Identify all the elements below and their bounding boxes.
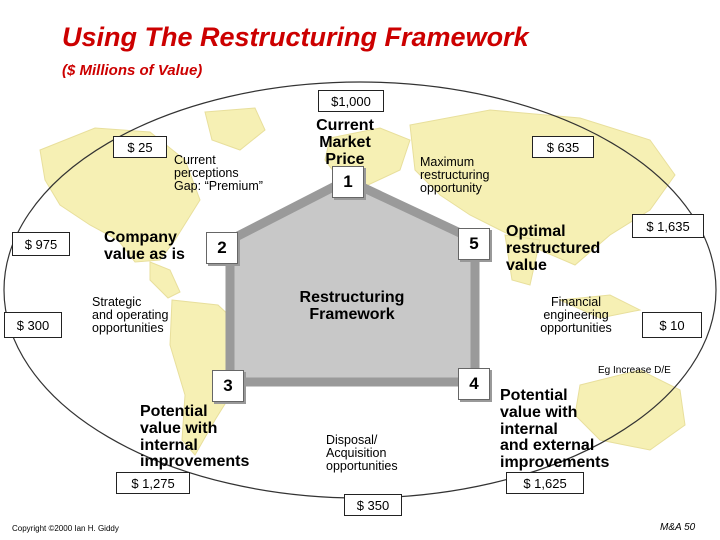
optimal-value: $ 1,635 (632, 214, 704, 238)
node-1-number: 1 (332, 166, 364, 198)
node-4-label: Potential value with internal and extern… (500, 387, 610, 472)
company-value-amount: $ 975 (12, 232, 70, 256)
financial-engineering-label: Financial engineering opportunities (540, 295, 612, 336)
node-5-number: 5 (458, 228, 490, 260)
eg-increase-label: Eg Increase D/E (598, 365, 671, 376)
external-improvements-value: $ 1,625 (506, 472, 584, 494)
financial-engineering-value: $ 10 (642, 312, 702, 338)
map-india (504, 234, 541, 286)
map-greenland (204, 107, 266, 151)
node-3-label: Potential value with internal improvemen… (140, 403, 250, 471)
node-2-number: 2 (206, 232, 238, 264)
map-central-america (149, 261, 181, 299)
page-subtitle: ($ Millions of Value) (62, 62, 203, 79)
disposal-value: $ 350 (344, 494, 402, 516)
restructuring-pentagon (225, 174, 480, 387)
map-australia (574, 369, 686, 451)
footer-page-number: M&A 50 (660, 522, 696, 533)
gap-value: $ 25 (113, 136, 167, 158)
map-indonesia (558, 294, 642, 319)
strategic-opportunities-label: Strategic and operating opportunities (92, 295, 169, 336)
footer-copyright: Copyright ©2000 Ian H. Giddy (12, 524, 119, 533)
page-title: Using The Restructuring Framework (62, 22, 529, 52)
maximum-opportunity-value: $ 635 (532, 136, 594, 158)
current-perceptions-label: Current perceptions Gap: “Premium” (174, 153, 263, 194)
node-3-number: 3 (212, 370, 244, 402)
strategic-value: $ 300 (4, 312, 62, 338)
framework-label: Restructuring Framework (299, 289, 405, 323)
node-5-label: Optimal restructured value (506, 223, 601, 274)
internal-improvements-value: $ 1,275 (116, 472, 190, 494)
node-4-number: 4 (458, 368, 490, 400)
map-asia (409, 109, 676, 266)
disposal-opportunities-label: Disposal/ Acquisition opportunities (326, 433, 398, 474)
maximum-opportunity-label: Maximum restructuring opportunity (420, 155, 490, 196)
node-2-label: Company value as is (104, 229, 185, 263)
market-price-value: $1,000 (318, 90, 384, 112)
node-1-label: Current Market Price (316, 117, 374, 168)
